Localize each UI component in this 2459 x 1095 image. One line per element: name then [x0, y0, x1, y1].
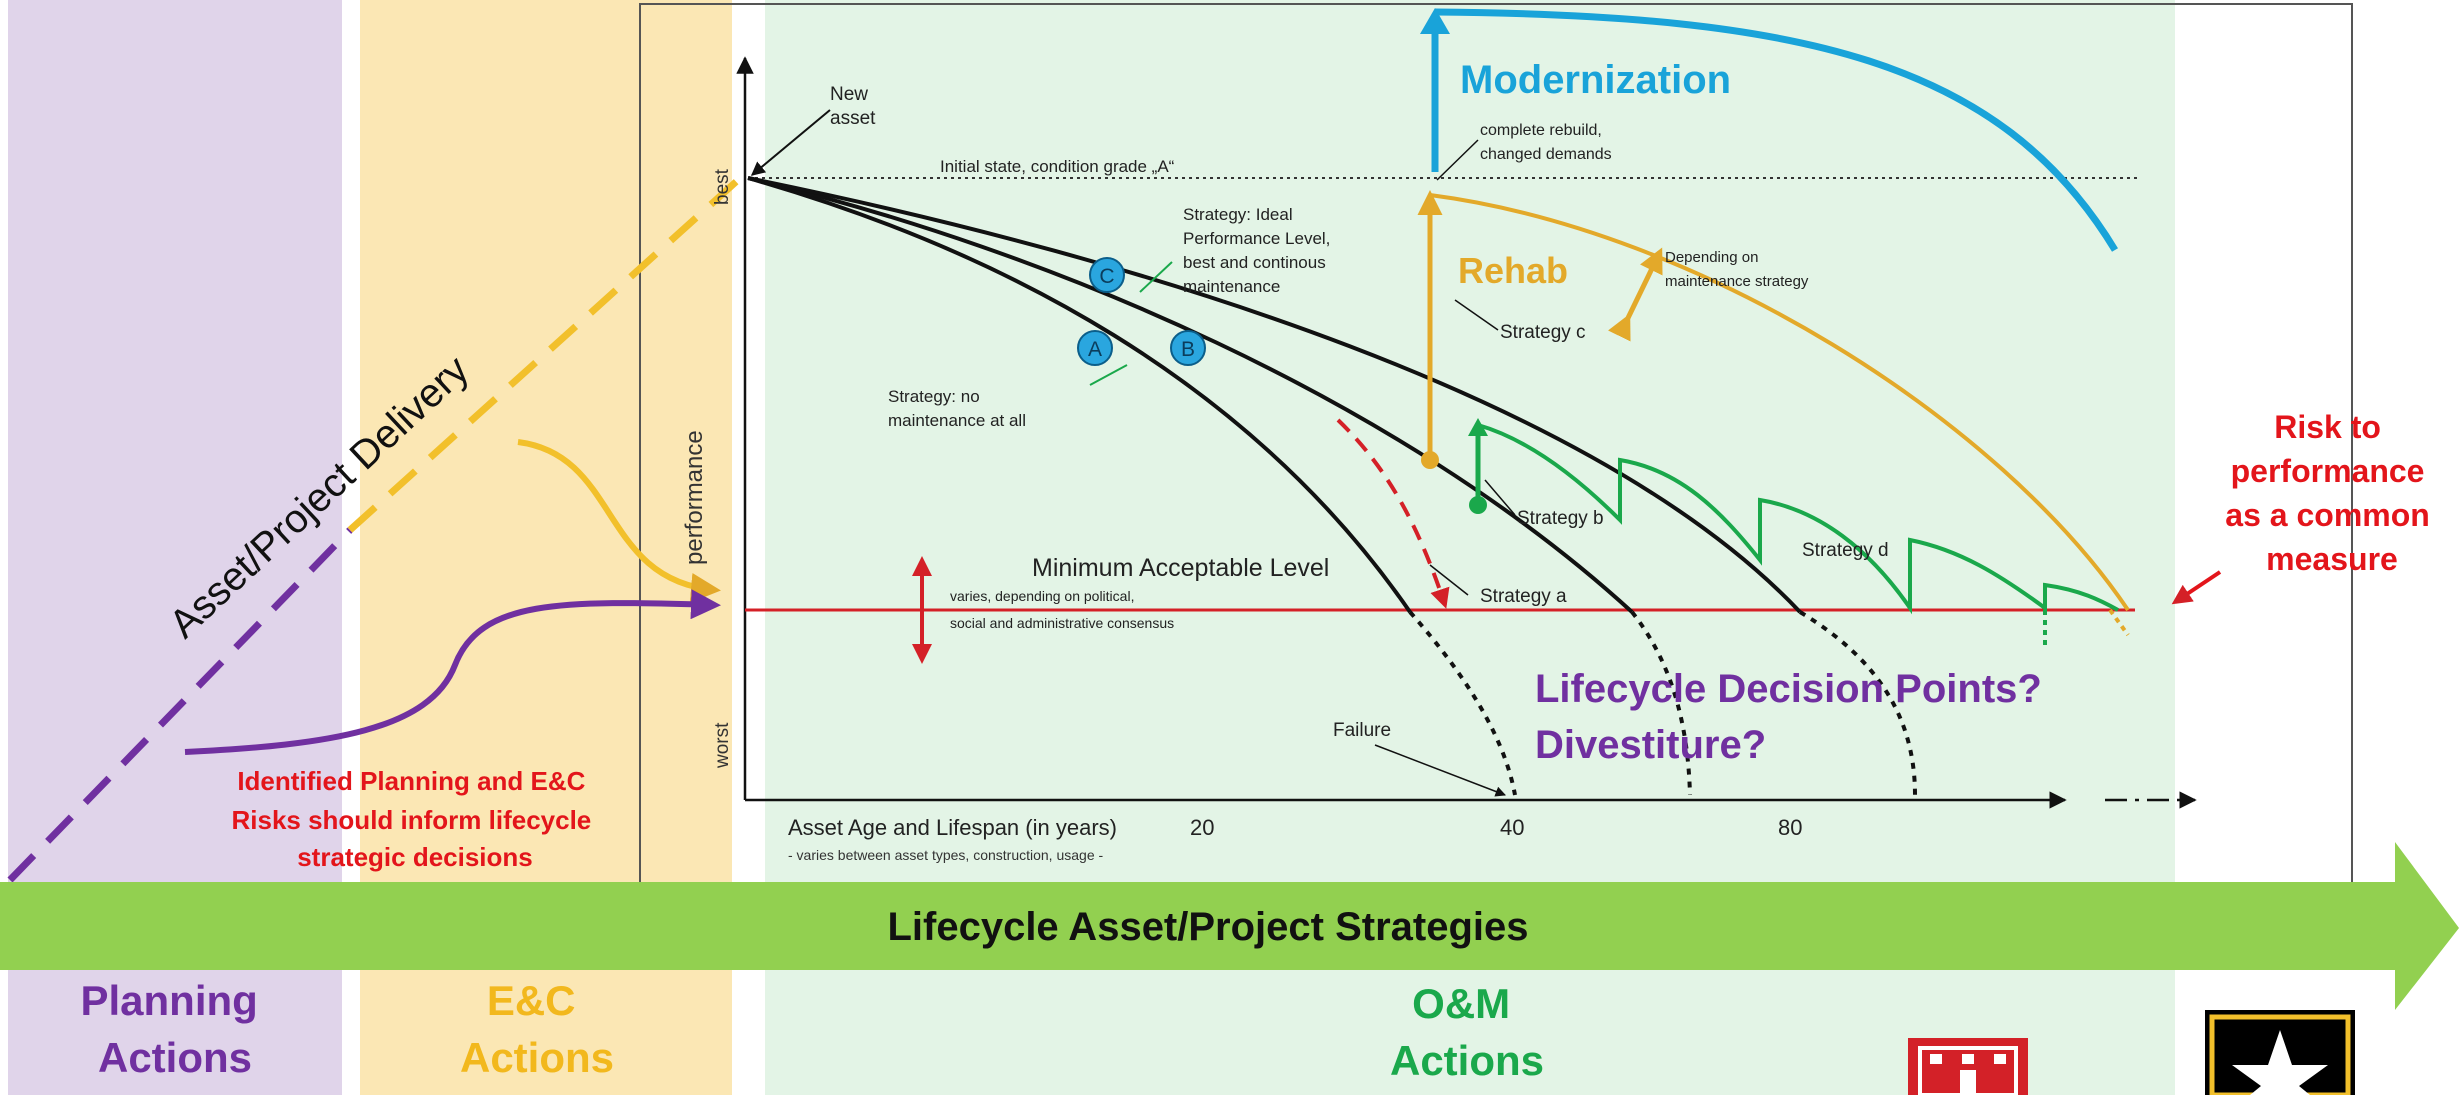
complete-rebuild-pointer	[1436, 139, 1479, 181]
complete-rebuild-line2: changed demands	[1480, 146, 1612, 163]
depending-on-line1: Depending on	[1665, 249, 1758, 266]
om-label-line1: O&M	[1412, 980, 1510, 1027]
strategy-c-label: Strategy c	[1500, 322, 1586, 343]
new-asset-line2: asset	[830, 108, 876, 129]
x-tick-80: 80	[1778, 815, 1802, 840]
curve-a-failure	[1408, 610, 1517, 796]
complete-rebuild-label: complete rebuild, changed demands	[1480, 122, 1612, 163]
x-title: Asset Age and Lifespan (in years)	[788, 815, 1117, 840]
risk-pointer	[2171, 570, 2222, 605]
curve-c	[747, 176, 1802, 614]
marker-a: A	[1077, 330, 1113, 366]
rehab-label: Rehab	[1458, 250, 1568, 291]
strategy-d-label: Strategy d	[1802, 540, 1889, 561]
marker-a-label: A	[1088, 338, 1102, 361]
strategy-ideal-line1: Strategy: Ideal	[1183, 205, 1293, 224]
rehab-curve	[1429, 193, 2130, 612]
strategy-ideal-label: Strategy: Ideal Performance Level, best …	[1183, 205, 1335, 296]
failure-pointer	[1374, 744, 1506, 797]
maintenance-range-arrow	[1608, 247, 1663, 342]
decision-points: Lifecycle Decision Points? Divestiture?	[1535, 667, 2053, 767]
risk-note-line3: as a common	[2225, 497, 2430, 533]
new-asset-label: New asset	[830, 84, 876, 129]
decision-points-line1: Lifecycle Decision Points?	[1535, 667, 2042, 711]
depending-on-label: Depending on maintenance strategy	[1665, 249, 1809, 290]
minimum-note-line1: varies, depending on political,	[950, 588, 1134, 604]
note-risks: Identified Planning and E&C Risks should…	[231, 766, 598, 872]
strategy-none-label: Strategy: no maintenance at all	[888, 387, 1026, 430]
army-star-logo-icon	[2205, 1010, 2355, 1095]
strategy-a-curve	[1336, 418, 1450, 609]
curve-c-failure	[1798, 610, 1917, 796]
risk-note-line2: performance	[2231, 453, 2425, 489]
complete-rebuild-line1: complete rebuild,	[1480, 122, 1602, 139]
minimum-note-line2: social and administrative consensus	[950, 615, 1174, 631]
strategy-ideal-pointer	[1139, 261, 1173, 293]
lifecycle-arrow-label: Lifecycle Asset/Project Strategies	[887, 905, 1528, 949]
marker-c: C	[1089, 257, 1125, 293]
strategy-ideal-line4: maintenance	[1183, 277, 1280, 296]
decision-points-line2: Divestiture?	[1535, 723, 1766, 767]
planning-label-line1: Planning	[80, 977, 257, 1024]
ec-curve-arrow	[517, 439, 721, 603]
delivery-line-purple	[7, 527, 353, 883]
note-risks-line3: strategic decisions	[297, 842, 533, 872]
curve-b	[747, 176, 1634, 614]
modernization-curve	[1434, 8, 2118, 252]
strategy-none-line2: maintenance at all	[888, 411, 1026, 430]
curve-b-failure	[1630, 610, 1692, 796]
note-risks-line1: Identified Planning and E&C	[237, 766, 585, 796]
new-asset-pointer	[750, 109, 831, 176]
note-risks-line2: Risks should inform lifecycle	[231, 805, 591, 835]
x-subtitle: - varies between asset types, constructi…	[788, 847, 1103, 863]
depending-on-line2: maintenance strategy	[1665, 273, 1809, 290]
risk-note-line4: measure	[2266, 541, 2398, 577]
y-title: performance	[681, 430, 708, 565]
x-tick-40: 40	[1500, 815, 1524, 840]
strategy-d-sawtooth	[1477, 423, 2119, 615]
modernization-arrowhead	[1420, 8, 1450, 34]
delivery-line-gold	[347, 177, 741, 533]
y-worst: worst	[712, 722, 733, 769]
marker-b-label: B	[1181, 338, 1195, 361]
rehab-point	[1421, 451, 1439, 469]
marker-b: B	[1170, 330, 1206, 366]
strategy-none-line1: Strategy: no	[888, 387, 980, 406]
initial-state-label: Initial state, condition grade „A“	[940, 157, 1175, 176]
ec-label-line1: E&C	[487, 977, 576, 1024]
new-asset-line1: New	[830, 84, 868, 105]
modernization-label: Modernization	[1460, 58, 1731, 102]
strategy-b-pointer	[1484, 479, 1516, 516]
om-lane-label: O&M Actions	[1390, 980, 1544, 1084]
strategy-none-pointer	[1089, 364, 1128, 386]
om-label-line2: Actions	[1390, 1037, 1544, 1084]
planning-curve-arrow	[184, 589, 721, 755]
strategy-b-point	[1469, 496, 1487, 514]
strategy-a-pointer	[1429, 564, 1469, 596]
minimum-level-label: Minimum Acceptable Level	[1032, 554, 1329, 582]
strategy-c-pointer	[1454, 299, 1499, 331]
planning-lane-label: Planning Actions	[80, 977, 269, 1081]
strategy-ideal-line2: Performance Level,	[1183, 229, 1330, 248]
strategy-ideal-line3: best and continous	[1183, 253, 1326, 272]
y-best: best	[712, 168, 733, 205]
risk-note: Risk to performance as a common measure	[2225, 409, 2438, 577]
lifecycle-arrow	[0, 842, 2459, 1010]
castle-logo-icon	[1908, 1038, 2028, 1095]
marker-c-label: C	[1099, 265, 1114, 288]
planning-label-line2: Actions	[98, 1034, 252, 1081]
x-tick-20: 20	[1190, 815, 1214, 840]
curve-a	[747, 176, 1412, 614]
strategy-a-label: Strategy a	[1480, 586, 1567, 607]
minimum-note: varies, depending on political, social a…	[950, 588, 1174, 631]
failure-label: Failure	[1333, 720, 1391, 741]
ec-label-line2: Actions	[460, 1034, 614, 1081]
ec-lane-label: E&C Actions	[460, 977, 614, 1081]
risk-note-line1: Risk to	[2274, 409, 2381, 445]
strategy-b-label: Strategy b	[1517, 508, 1604, 529]
